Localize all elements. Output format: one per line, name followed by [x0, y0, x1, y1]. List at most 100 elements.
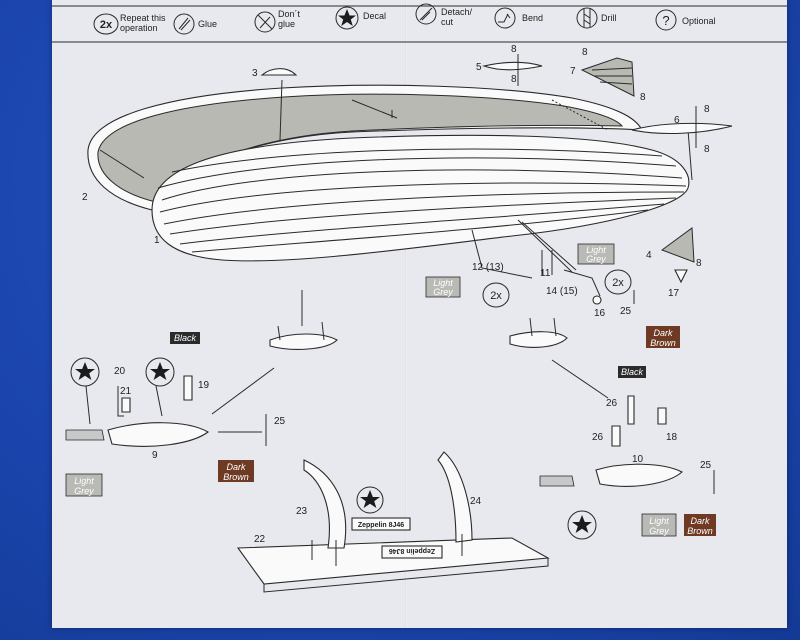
- svg-text:Grey: Grey: [649, 526, 669, 536]
- hull-ribs: [157, 148, 687, 253]
- legend-dont-glue-line2: glue: [278, 19, 295, 29]
- svg-text:Grey: Grey: [74, 486, 94, 496]
- legend-drill: Drill: [576, 7, 617, 29]
- stand-base-22: [236, 537, 550, 585]
- part-number-25a: 25: [620, 306, 632, 317]
- decal-star-icon-2: [145, 357, 175, 387]
- svg-text:Black: Black: [621, 367, 644, 377]
- part-number-8f: 8: [704, 144, 710, 155]
- part-number-3: 3: [252, 68, 258, 79]
- svg-text:Light: Light: [74, 476, 94, 486]
- svg-text:Light: Light: [649, 516, 669, 526]
- strut-parts: 12 (13) 11 14 (15) 16 2x 2x 25: [471, 219, 635, 319]
- part-number-22: 22: [254, 534, 266, 545]
- hull-assembly: [87, 68, 693, 262]
- part-number-9: 9: [152, 450, 158, 461]
- legend-detach-line1: Detach/: [441, 7, 473, 17]
- plaque-1: [351, 517, 411, 531]
- repeat-badge-a: [482, 282, 510, 308]
- part-number-25c: 25: [700, 460, 712, 471]
- legend-optional: ? Optional: [655, 9, 716, 31]
- part-number-7: 7: [570, 66, 576, 77]
- svg-text:Grey: Grey: [433, 287, 453, 297]
- part-number-12: 12 (13): [472, 262, 504, 273]
- svg-text:Grey: Grey: [586, 254, 606, 264]
- part-3-fairing: [260, 68, 298, 76]
- decal-star-icon-4: [356, 486, 384, 514]
- knife-icon: [415, 3, 437, 25]
- part-number-23: 23: [296, 506, 308, 517]
- legend-decal-text: Decal: [363, 11, 386, 21]
- svg-text:Brown: Brown: [687, 526, 713, 536]
- optional-symbol: ?: [662, 13, 669, 28]
- svg-text:Brown: Brown: [650, 338, 676, 348]
- paint-callout-light-grey-4: Light Grey: [641, 513, 677, 537]
- svg-text:Dark: Dark: [690, 516, 710, 526]
- part-number-25b: 25: [274, 416, 286, 427]
- part-number-21: 21: [120, 386, 132, 397]
- part-number-8b: 8: [511, 74, 517, 85]
- question-icon: [655, 9, 677, 31]
- part-number-1: 1: [154, 235, 160, 246]
- part-number-19: 19: [198, 380, 210, 391]
- part-number-8d: 8: [640, 92, 646, 103]
- legend-decal: Decal: [335, 6, 386, 30]
- legend-dont-glue: Don´t glue: [254, 9, 301, 33]
- legend-drill-text: Drill: [601, 13, 617, 23]
- plaque-text-2: Zeppelin 8J46: [389, 547, 435, 554]
- svg-text:Black: Black: [174, 333, 197, 343]
- paint-callout-light-grey-1: Light Grey: [577, 243, 615, 265]
- no-glue-icon: [254, 11, 276, 33]
- gondola-right-assembly: 26 26 18 10 25: [539, 359, 715, 540]
- bend-icon: [494, 7, 516, 29]
- svg-text:Dark: Dark: [226, 462, 246, 472]
- glue-icon: [173, 13, 195, 35]
- paint-callout-dark-brown-2: Dark Brown: [218, 460, 254, 482]
- paint-callout-black-1: Black: [170, 332, 200, 344]
- part-17: [674, 269, 688, 284]
- decal-star-icon-3: [567, 510, 597, 540]
- legend-detach-line2: cut: [441, 17, 454, 27]
- svg-text:Dark: Dark: [653, 328, 673, 338]
- part-number-20: 20: [114, 366, 126, 377]
- gondola-9: [107, 422, 210, 447]
- fin-4: [660, 227, 695, 263]
- part-number-5: 5: [476, 62, 482, 73]
- svg-text:Light: Light: [586, 245, 606, 255]
- legend-repeat: 2x Repeat this operation: [93, 13, 166, 35]
- legend-optional-text: Optional: [682, 16, 716, 26]
- part-number-11: 11: [540, 268, 551, 279]
- paint-callout-light-grey-3: Light Grey: [65, 473, 103, 497]
- part-number-24: 24: [470, 496, 482, 507]
- repeat-badge-text: 2x: [100, 19, 113, 31]
- paint-callout-dark-brown-3: Dark Brown: [684, 514, 716, 536]
- part-number-16: 16: [594, 308, 606, 319]
- gondola-left-assembly: 20 21 19 9 25: [65, 357, 286, 461]
- legend-detach: Detach/ cut: [415, 3, 473, 27]
- paint-callout-light-grey-2: Light Grey: [425, 276, 461, 298]
- stand-post-24: [437, 451, 473, 543]
- part-number-8g: 8: [696, 258, 702, 269]
- fin-7: [580, 57, 635, 97]
- fin-6: [631, 122, 733, 135]
- decal-star-icon: [335, 6, 359, 30]
- part-number-6: 6: [674, 115, 680, 126]
- legend-bend-text: Bend: [522, 13, 543, 23]
- fin-5: [481, 61, 543, 71]
- svg-text:Light: Light: [433, 278, 453, 288]
- legend-bar: 2x Repeat this operation Glue Don´t glue…: [52, 3, 787, 43]
- part-number-8e: 8: [704, 104, 710, 115]
- legend-repeat-line1: Repeat this: [120, 13, 166, 23]
- display-stand: Zeppelin 8J46 Zeppelin 8J46 23 24 22: [236, 451, 550, 593]
- legend-repeat-line2: operation: [120, 23, 158, 33]
- svg-text:2x: 2x: [612, 277, 624, 289]
- fin-parts: 5 8 8 7 8 8 6 8 8 4 8 17: [476, 44, 733, 299]
- part-number-8c: 8: [582, 47, 588, 58]
- part-number-4: 4: [646, 250, 652, 261]
- legend-dont-glue-line1: Don´t: [278, 9, 301, 19]
- part-number-18: 18: [666, 432, 678, 443]
- gondola-mini-left: [269, 290, 338, 350]
- paint-callout-black-2: Black: [618, 366, 646, 378]
- part-number-26a: 26: [606, 398, 618, 409]
